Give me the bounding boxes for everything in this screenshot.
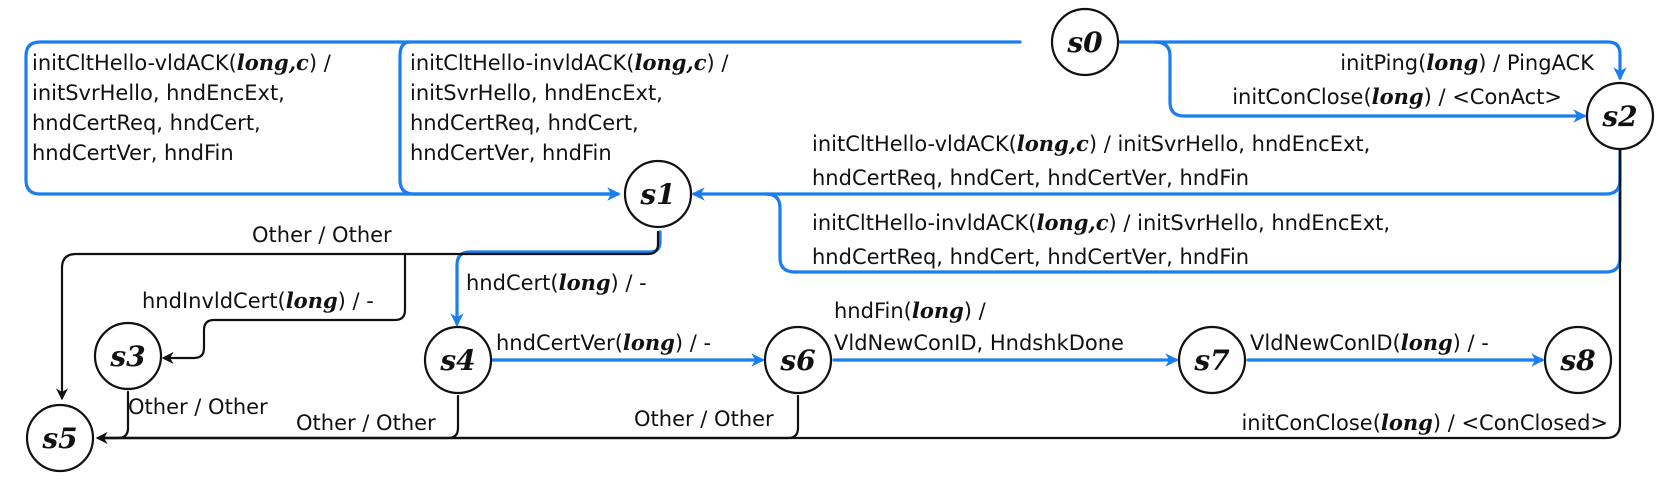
edge-s2-s5-conclosed	[98, 148, 1622, 440]
label-s1-other: Other / Other	[252, 223, 392, 247]
edge-s2-s1-invalid	[764, 158, 1622, 274]
state-s7: s7	[1177, 325, 1247, 395]
state-s8-label: s8	[1559, 344, 1595, 377]
state-s5-label: s5	[41, 422, 77, 455]
label-con-closed: initConClose(long) / <ConClosed>	[1241, 410, 1608, 435]
edge-s0-s2-conclose	[1153, 40, 1587, 123]
label-hnd-cert-ver: hndCertVer(long) / -	[496, 330, 711, 355]
edge-s1-s3-invldcert	[161, 252, 407, 365]
label-cthello-invalid-left: initCltHello-invldACK(long,c) /initSvrHe…	[410, 50, 729, 165]
state-s0-label: s0	[1066, 26, 1103, 59]
state-s5: s5	[25, 403, 95, 473]
label-vld-new-con-id: VldNewConID(long) / -	[1250, 330, 1489, 355]
label-init-ping: initPing(long) / PingACK	[1340, 50, 1595, 75]
edge-s0-s2-ping	[1102, 40, 1627, 81]
edge-s1-s4	[450, 230, 662, 327]
label-s6-other: Other / Other	[634, 407, 774, 431]
state-s2-label: s2	[1601, 100, 1637, 133]
edge-s0-s1-valid	[24, 40, 1022, 201]
state-s1: s1	[623, 159, 693, 229]
label-cthello-invalid-right: initCltHello-invldACK(long,c) / initSvrH…	[812, 210, 1390, 269]
state-s3: s3	[93, 321, 163, 391]
state-s4: s4	[423, 325, 493, 395]
edge-s3-s5-other	[95, 390, 130, 445]
state-s6: s6	[763, 325, 833, 395]
state-s1-label: s1	[639, 178, 675, 211]
label-hnd-fin: hndFin(long) /VldNewConID, HndshkDone	[834, 298, 1124, 355]
edge-s1-s5-other	[55, 230, 660, 401]
label-con-close-act: initConClose(long) / <ConAct>	[1232, 84, 1562, 109]
label-hnd-invld-cert: hndInvldCert(long) / -	[142, 288, 374, 313]
state-s0: s0	[1050, 7, 1120, 77]
label-s3-other: Other / Other	[128, 395, 268, 419]
state-s8: s8	[1543, 325, 1613, 395]
label-hnd-cert: hndCert(long) / -	[466, 270, 647, 295]
state-s2: s2	[1585, 81, 1655, 151]
label-s4-other: Other / Other	[296, 411, 436, 435]
state-s6-label: s6	[779, 344, 815, 377]
state-s7-label: s7	[1193, 344, 1230, 377]
label-cthello-valid-right: initCltHello-vldACK(long,c) / initSvrHel…	[812, 131, 1370, 190]
edge-s0-s1-invalid	[398, 40, 621, 201]
state-s3-label: s3	[109, 340, 145, 373]
label-cthello-valid-left: initCltHello-vldACK(long,c) /initSvrHell…	[32, 50, 332, 165]
state-s4-label: s4	[439, 344, 475, 377]
